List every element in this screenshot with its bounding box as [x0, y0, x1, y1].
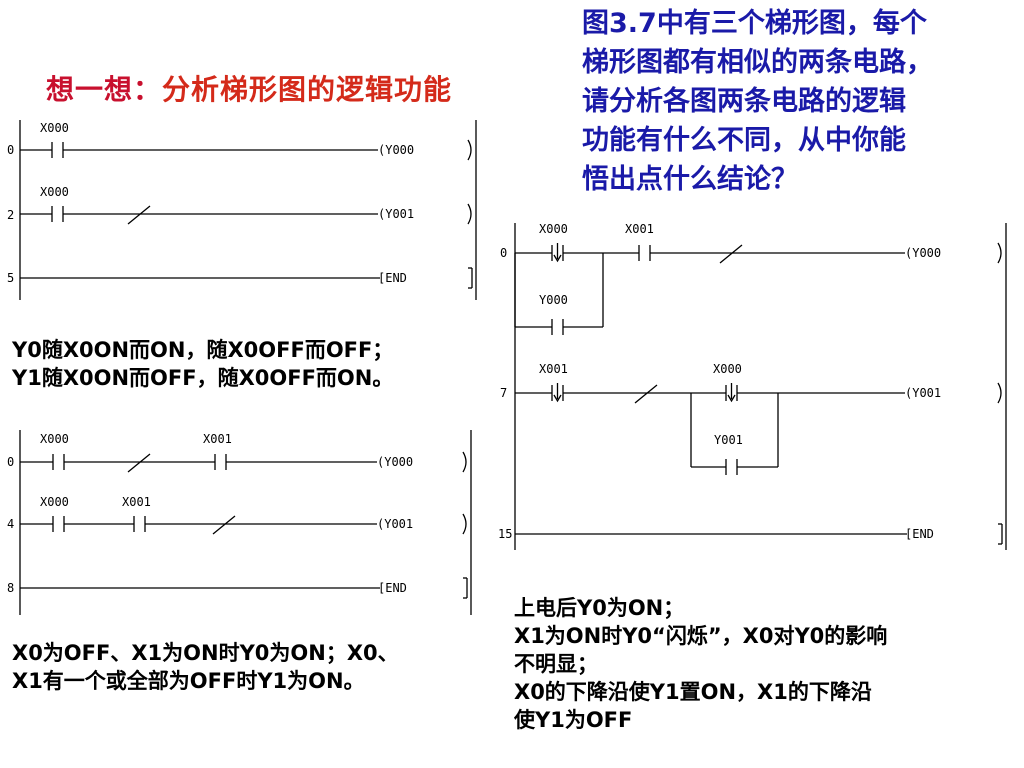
- note-3: 上电后Y0为ON； X1为ON时Y0“闪烁”，X0对Y0的影响 不明显； X0的…: [514, 594, 887, 734]
- question-line: 请分析各图两条电路的逻辑: [582, 86, 906, 117]
- note-line: X1为ON时Y0“闪烁”，X0对Y0的影响: [514, 624, 888, 648]
- step-number: 15: [498, 527, 512, 541]
- contact-label: X000: [40, 121, 69, 135]
- step-number: 5: [7, 271, 14, 285]
- note-line: 使Y1为OFF: [514, 708, 633, 732]
- end-instruction: [END: [378, 581, 407, 595]
- step-number: 0: [500, 246, 507, 260]
- end-instruction: [END: [905, 527, 934, 541]
- title-prefix: 想一想：: [46, 73, 163, 106]
- question-line: 梯形图都有相似的两条电路，: [582, 47, 933, 78]
- question-line: 图3.7中有三个梯形图，每个: [582, 8, 927, 39]
- ladder-diagram-1: 0 X000 (Y000 2 X000 (Y001 5 [END: [7, 120, 477, 300]
- coil-label: (Y000: [905, 246, 941, 260]
- note-line: Y0随X0ON而ON，随X0OFF而OFF；: [12, 338, 394, 362]
- title-main: 分析梯形图的逻辑功能: [162, 73, 453, 106]
- contact-label: X000: [713, 362, 742, 376]
- contact-label: X001: [203, 432, 232, 446]
- step-number: 8: [7, 581, 14, 595]
- contact-label: X000: [539, 222, 568, 236]
- step-number: 4: [7, 517, 14, 531]
- step-number: 0: [7, 143, 14, 157]
- ladder-diagram-2: 0 X000 X001 (Y000 4 X000 X001 (Y001 8 [E…: [7, 430, 472, 615]
- coil-label: (Y001: [905, 386, 941, 400]
- contact-label: X001: [122, 495, 151, 509]
- step-number: 7: [500, 386, 507, 400]
- note-line: 不明显；: [514, 652, 598, 676]
- contact-label: X000: [40, 495, 69, 509]
- contact-label: X001: [539, 362, 568, 376]
- question-text: 图3.7中有三个梯形图，每个 梯形图都有相似的两条电路， 请分析各图两条电路的逻…: [582, 4, 1022, 199]
- contact-label: Y001: [714, 433, 743, 447]
- ladder-diagram-3: 0 X000 X001 (Y000 Y000 7 X001 X000 (Y001…: [498, 222, 1007, 550]
- note-line: 上电后Y0为ON；: [514, 596, 685, 620]
- question-line: 功能有什么不同，从中你能: [582, 125, 906, 156]
- contact-label: Y000: [539, 293, 568, 307]
- contact-label: X001: [625, 222, 654, 236]
- note-line: X0为OFF、X1为ON时Y0为ON；X0、: [12, 641, 399, 665]
- step-number: 2: [7, 208, 14, 222]
- note-line: X1有一个或全部为OFF时Y1为ON。: [12, 669, 365, 693]
- note-line: X0的下降沿使Y1置ON，X1的下降沿: [514, 680, 872, 704]
- note-line: Y1随X0ON而OFF，随X0OFF而ON。: [12, 366, 394, 390]
- note-2: X0为OFF、X1为ON时Y0为ON；X0、 X1有一个或全部为OFF时Y1为O…: [12, 639, 399, 695]
- coil-label: (Y000: [377, 455, 413, 469]
- contact-label: X000: [40, 432, 69, 446]
- coil-label: (Y000: [378, 143, 414, 157]
- step-number: 0: [7, 455, 14, 469]
- end-instruction: [END: [378, 271, 407, 285]
- question-line: 悟出点什么结论？: [582, 164, 798, 195]
- contact-label: X000: [40, 185, 69, 199]
- note-1: Y0随X0ON而ON，随X0OFF而OFF； Y1随X0ON而OFF，随X0OF…: [12, 336, 393, 392]
- page-title: 想一想：分析梯形图的逻辑功能: [46, 68, 452, 108]
- coil-label: (Y001: [378, 207, 414, 221]
- coil-label: (Y001: [377, 517, 413, 531]
